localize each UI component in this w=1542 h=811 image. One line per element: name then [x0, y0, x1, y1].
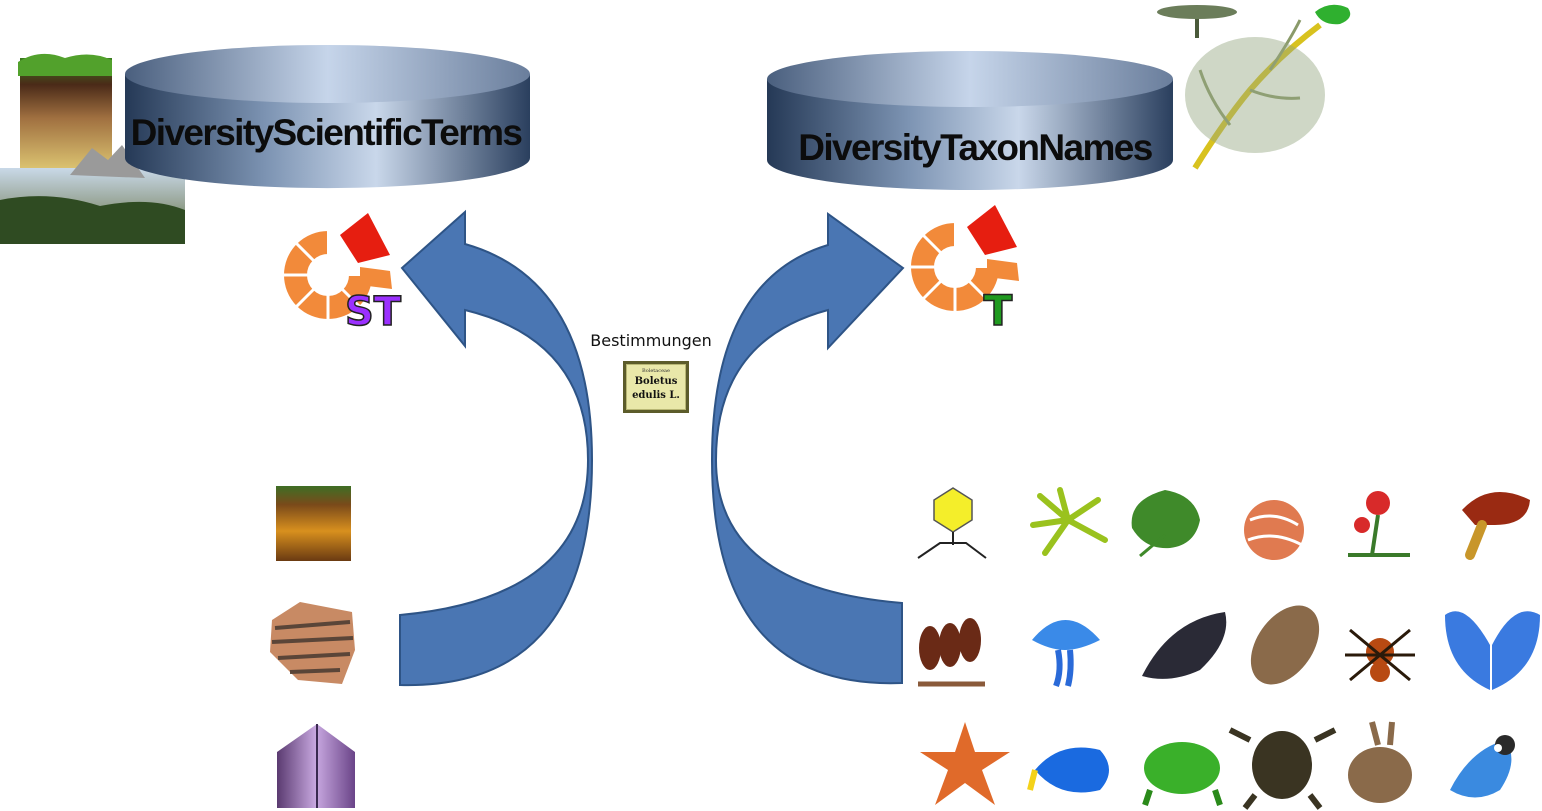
logo-letters-st: ST	[345, 289, 402, 335]
mussel-icon	[1142, 612, 1227, 679]
determinations-label: Bestimmungen	[590, 331, 712, 350]
specimen-family: Boletaceae	[642, 368, 670, 374]
landscape-soil-illustration	[0, 53, 185, 244]
sporangia-icon	[918, 618, 985, 687]
rock-sample-icon	[270, 602, 355, 684]
bacteriophage-icon	[917, 487, 987, 559]
db-cylinder-scientific-terms	[125, 45, 530, 189]
red-flower-icon	[1348, 491, 1410, 557]
soil-profile-icon	[276, 486, 351, 561]
starfish-icon	[920, 722, 1010, 805]
bird-icon	[1450, 735, 1515, 798]
crystal-icon	[277, 724, 355, 808]
turtle-icon	[1228, 727, 1337, 810]
leaf-icon	[1131, 490, 1200, 558]
frog-icon	[1142, 742, 1223, 806]
logo-wheel-icon	[282, 213, 392, 321]
logo-scientific-terms: ST	[282, 213, 403, 336]
ball-organism-icon	[1244, 500, 1304, 560]
logo-taxon-names: T	[909, 205, 1019, 336]
db-cylinder-taxon-names	[767, 51, 1173, 190]
specimen-name-line1: Boletus	[634, 376, 678, 387]
mushroom-icon	[1462, 492, 1530, 560]
logo-letters-t: T	[984, 286, 1013, 335]
logo-wheel-icon	[909, 205, 1019, 313]
rabbit-icon	[1348, 721, 1412, 803]
db-title-scientific-terms: DiversityScientificTerms	[131, 112, 523, 153]
specimen-name-line2: edulis L.	[632, 390, 680, 401]
phylogenetic-tree-illustration	[1157, 4, 1351, 170]
butterfly-icon	[1445, 611, 1540, 690]
specimen-label-card: Boletaceae Boletus edulis L.	[623, 361, 689, 413]
woodlouse-icon	[1250, 605, 1320, 685]
fish-icon	[1027, 747, 1109, 793]
algae-icon	[1030, 487, 1108, 556]
spider-icon	[1345, 628, 1415, 682]
db-title-taxon-names: DiversityTaxonNames	[798, 127, 1152, 168]
curved-arrow-left	[399, 209, 594, 687]
curved-arrow-right	[710, 212, 905, 685]
jellyfish-icon	[1032, 620, 1100, 688]
